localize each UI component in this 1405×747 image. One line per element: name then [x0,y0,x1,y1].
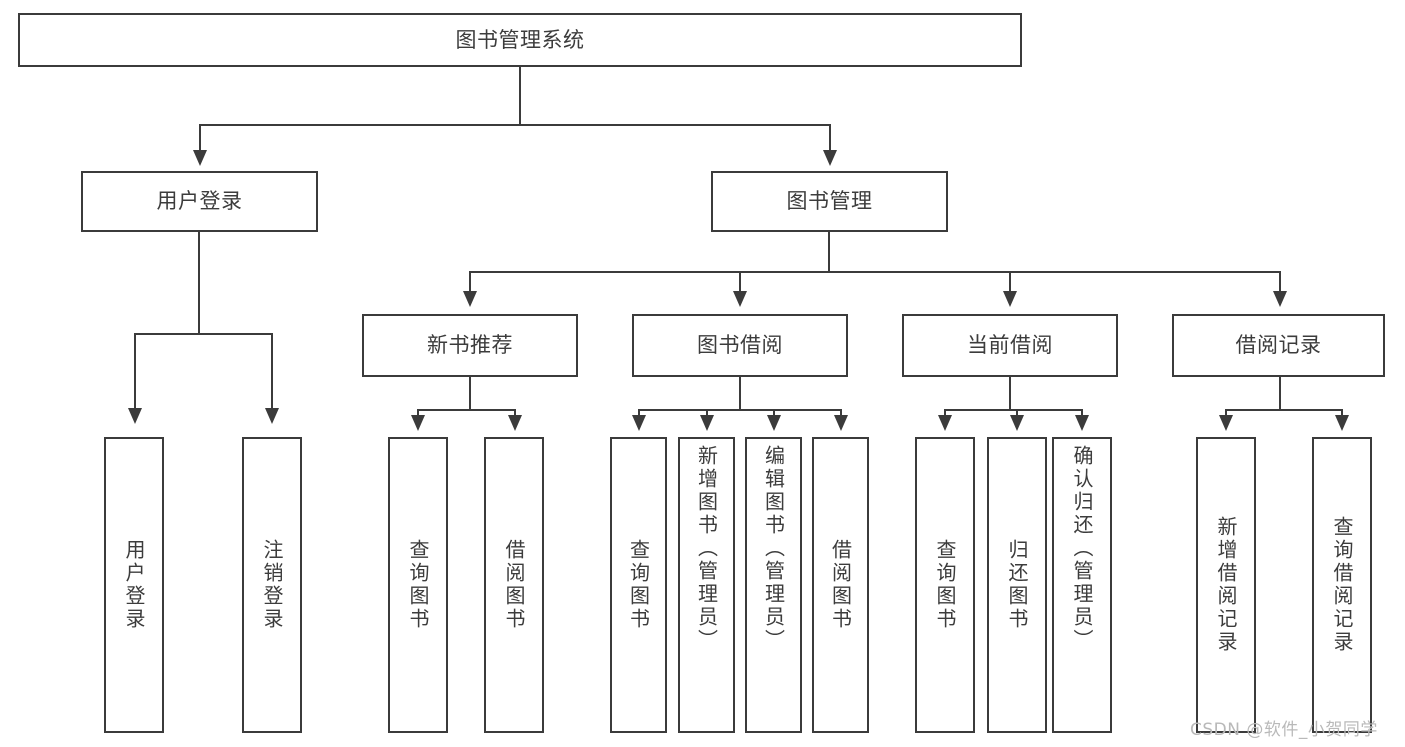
node-root[interactable]: 图书管理系统 [18,13,1022,67]
connector-records-to-leaf2 [1341,409,1343,419]
arrow-bookmgmt-to-borrow [733,291,747,307]
node-current-borrow[interactable]: 当前借阅 [902,314,1118,377]
arrow-currentborrow-to-leaf2 [1010,415,1024,431]
leaf-user-login[interactable]: 用户登录 [104,437,164,733]
leaf-borrow-book[interactable]: 借阅图书 [812,437,869,733]
connector-newbook-stem [469,377,471,411]
leaf-add-book-admin[interactable]: 新增图书（管理员） [678,437,735,733]
connector-bookmgmt-to-new [469,271,471,292]
leaf-edit-book-admin[interactable]: 编辑图书（管理员） [745,437,802,733]
leaf-logout-label: 注销登录 [260,539,284,631]
connector-bookmgmt-bus [469,271,1280,273]
leaf-query-book-current-label: 查询图书 [933,539,957,631]
connector-currentborrow-to-leaf1 [944,409,946,419]
arrow-currentborrow-to-leaf1 [938,415,952,431]
node-new-book-recommend-label: 新书推荐 [427,333,513,358]
connector-bookmgmt-to-records [1279,271,1281,292]
node-book-borrow[interactable]: 图书借阅 [632,314,848,377]
arrow-currentborrow-to-leaf3 [1075,415,1089,431]
leaf-confirm-return-admin-label: 确认归还（管理员） [1070,445,1094,652]
connector-login-bus [134,333,273,335]
arrow-root-to-bookmgmt [823,150,837,166]
arrow-root-to-login [193,150,207,166]
connector-currentborrow-to-leaf3 [1081,409,1083,419]
arrow-records-to-leaf2 [1335,415,1349,431]
arrow-bookmgmt-to-new [463,291,477,307]
leaf-query-book-borrow[interactable]: 查询图书 [610,437,667,733]
connector-bookborrow-to-leaf4 [840,409,842,419]
connector-login-stem [198,232,200,334]
connector-records-to-leaf1 [1225,409,1227,419]
arrow-bookborrow-to-leaf1 [632,415,646,431]
connector-currentborrow-to-leaf2 [1016,409,1018,419]
connector-bookborrow-to-leaf2 [706,409,708,419]
connector-currentborrow-stem [1009,377,1011,411]
node-user-login-label: 用户登录 [156,189,243,214]
leaf-add-borrow-record-label: 新增借阅记录 [1214,516,1238,654]
leaf-borrow-book-newbook[interactable]: 借阅图书 [484,437,544,733]
arrow-bookborrow-to-leaf2 [700,415,714,431]
connector-bookmgmt-to-borrow [739,271,741,292]
arrow-newbook-to-leaf1 [411,415,425,431]
leaf-query-borrow-record[interactable]: 查询借阅记录 [1312,437,1372,733]
arrow-login-to-leaf2 [265,408,279,424]
leaf-add-book-admin-label: 新增图书（管理员） [694,445,719,652]
connector-root-stem [519,67,521,125]
node-book-borrow-label: 图书借阅 [697,333,783,358]
connector-records-bus [1225,409,1343,411]
leaf-borrow-book-newbook-label: 借阅图书 [502,539,526,631]
connector-records-stem [1279,377,1281,411]
arrow-bookmgmt-to-current [1003,291,1017,307]
connector-newbook-bus [417,409,516,411]
connector-currentborrow-bus [944,409,1082,411]
leaf-query-book-borrow-label: 查询图书 [626,539,651,631]
connector-root-to-login [199,124,201,151]
node-root-label: 图书管理系统 [455,27,585,52]
connector-login-to-leaf1 [134,333,136,409]
leaf-query-book-newbook-label: 查询图书 [406,539,430,631]
watermark: CSDN @软件_小贺同学 [1190,720,1378,740]
node-book-management-label: 图书管理 [786,189,873,214]
connector-newbook-to-leaf2 [514,409,516,419]
leaf-confirm-return-admin[interactable]: 确认归还（管理员） [1052,437,1112,733]
node-new-book-recommend[interactable]: 新书推荐 [362,314,578,377]
node-current-borrow-label: 当前借阅 [967,333,1053,358]
leaf-return-book-label: 归还图书 [1005,539,1029,631]
connector-bookborrow-to-leaf3 [773,409,775,419]
connector-login-to-leaf2 [271,333,273,409]
connector-bookborrow-bus [638,409,841,411]
leaf-add-borrow-record[interactable]: 新增借阅记录 [1196,437,1256,733]
connector-bookborrow-stem [739,377,741,411]
arrow-bookborrow-to-leaf3 [767,415,781,431]
arrow-newbook-to-leaf2 [508,415,522,431]
leaf-logout[interactable]: 注销登录 [242,437,302,733]
connector-root-bus [199,124,831,126]
connector-bookmgmt-to-current [1009,271,1011,292]
leaf-query-book-current[interactable]: 查询图书 [915,437,975,733]
leaf-return-book[interactable]: 归还图书 [987,437,1047,733]
arrow-records-to-leaf1 [1219,415,1233,431]
node-borrow-records-label: 借阅记录 [1235,333,1322,358]
arrow-login-to-leaf1 [128,408,142,424]
node-user-login[interactable]: 用户登录 [81,171,318,232]
node-borrow-records[interactable]: 借阅记录 [1172,314,1385,377]
node-book-management[interactable]: 图书管理 [711,171,948,232]
leaf-edit-book-admin-label: 编辑图书（管理员） [761,445,786,652]
arrow-bookmgmt-to-records [1273,291,1287,307]
leaf-query-borrow-record-label: 查询借阅记录 [1330,516,1354,654]
connector-newbook-to-leaf1 [417,409,419,419]
connector-bookborrow-to-leaf1 [638,409,640,419]
arrow-bookborrow-to-leaf4 [834,415,848,431]
leaf-user-login-label: 用户登录 [122,539,146,631]
leaf-query-book-newbook[interactable]: 查询图书 [388,437,448,733]
connector-root-to-bookmgmt [829,124,831,151]
leaf-borrow-book-label: 借阅图书 [828,539,853,631]
connector-bookmgmt-stem [828,232,830,273]
